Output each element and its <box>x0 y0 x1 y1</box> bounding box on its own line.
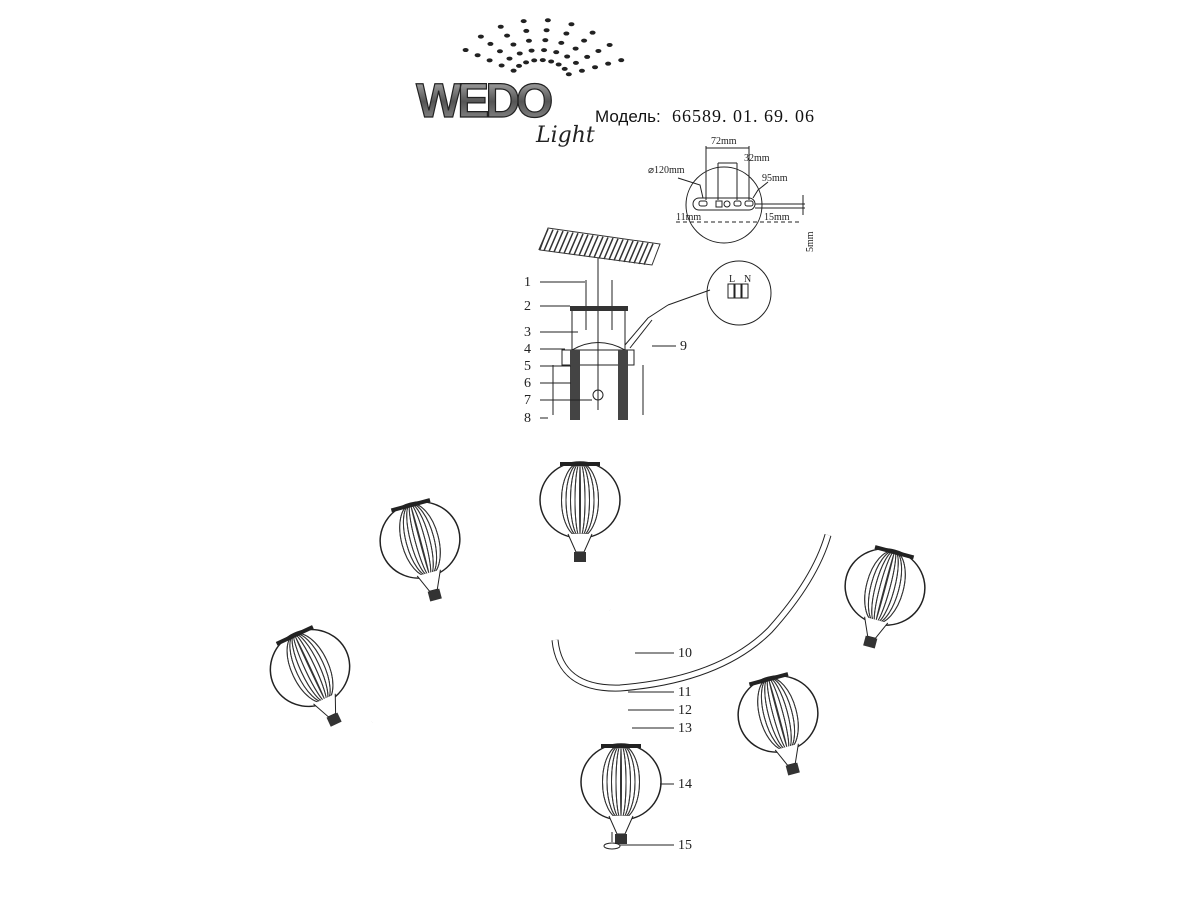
callout-15: 15 <box>678 838 692 853</box>
callout-5: 5 <box>524 359 531 374</box>
logo-dot <box>497 24 504 29</box>
dim-diameter: ⌀120mm <box>648 165 685 176</box>
lamp-globe <box>539 461 621 562</box>
logo-dot <box>506 56 513 61</box>
logo-dot <box>565 72 572 77</box>
logo-dot <box>618 58 625 63</box>
logo-dot <box>563 31 570 36</box>
lamp-globe <box>269 625 351 727</box>
logo-dot <box>516 63 523 68</box>
logo-wordmark: WEDO <box>416 75 552 128</box>
logo-dot <box>561 66 568 71</box>
logo-dot <box>523 60 530 65</box>
logo-dot <box>498 63 505 68</box>
lamp-body <box>269 461 926 844</box>
callout-9: 9 <box>680 339 687 354</box>
callout-3: 3 <box>524 325 531 340</box>
logo-dot <box>462 48 469 53</box>
lamp-globe <box>844 545 926 649</box>
logo-dot <box>486 58 493 63</box>
dim-11: 11mm <box>676 212 701 223</box>
logo-dot <box>572 60 579 65</box>
logo-dot <box>578 68 585 73</box>
logo-dot <box>510 42 517 47</box>
logo-dot <box>553 50 560 55</box>
dim-95: 95mm <box>762 173 788 184</box>
logo-script: Light <box>535 123 595 148</box>
logo-dot <box>539 58 546 63</box>
logo-dot <box>606 42 613 47</box>
logo-dot <box>544 18 551 23</box>
logo-dots <box>462 18 625 77</box>
callout-6: 6 <box>524 376 531 391</box>
logo-dot <box>548 59 555 64</box>
logo-dot <box>581 38 588 43</box>
connector-n: N <box>744 274 751 285</box>
connector-l: L <box>729 274 735 285</box>
callout-4: 4 <box>524 342 531 357</box>
exploded-mount: L N <box>552 258 772 420</box>
logo-dot <box>477 34 484 39</box>
callout-13: 13 <box>678 721 692 736</box>
mounting-plate-detail: 72mm 32mm ⌀120mm 95mm 11mm 15mm 5mm <box>648 136 816 252</box>
dim-15: 15mm <box>764 212 790 223</box>
logo-dot <box>496 49 503 54</box>
callout-14: 14 <box>678 777 692 792</box>
lamp-globe <box>379 498 461 602</box>
logo-dot <box>595 48 602 53</box>
logo-dot <box>487 41 494 46</box>
logo-dot <box>528 48 535 53</box>
logo-dot <box>568 22 575 27</box>
logo-dot <box>605 61 612 66</box>
callout-12: 12 <box>678 703 692 718</box>
logo-dot <box>564 54 571 59</box>
logo-dot <box>516 51 523 56</box>
logo-dot <box>510 68 517 73</box>
logo-dot <box>592 65 599 70</box>
lamp-globe <box>737 672 819 776</box>
logo-dot <box>589 30 596 35</box>
logo-dot <box>555 62 562 67</box>
ceiling-hatch <box>538 227 661 266</box>
logo-dot <box>504 33 511 38</box>
callout-10: 10 <box>678 646 692 661</box>
model-number: 66589. 01. 69. 06 <box>672 106 815 126</box>
callout-2: 2 <box>524 299 531 314</box>
dim-5: 5mm <box>805 231 816 252</box>
logo-dot <box>543 28 550 33</box>
callout-8: 8 <box>524 411 531 426</box>
logo-dot <box>542 38 549 43</box>
logo-dot <box>558 40 565 45</box>
logo-dot <box>531 58 538 63</box>
callout-7: 7 <box>524 393 531 408</box>
logo-dot <box>584 54 591 59</box>
logo-dot <box>541 48 548 53</box>
logo-dot <box>520 19 527 24</box>
logo-dot <box>572 46 579 51</box>
callout-11: 11 <box>678 685 691 700</box>
dim-32: 32mm <box>744 153 770 164</box>
logo-dot <box>474 53 481 58</box>
logo-dot <box>525 38 532 43</box>
brand-logo: WEDO Light <box>415 18 625 148</box>
lamp-globe <box>580 743 662 844</box>
model-label: Модель: <box>595 107 661 126</box>
logo-dot <box>523 28 530 33</box>
callout-1: 1 <box>524 275 531 290</box>
dim-72: 72mm <box>711 136 737 147</box>
